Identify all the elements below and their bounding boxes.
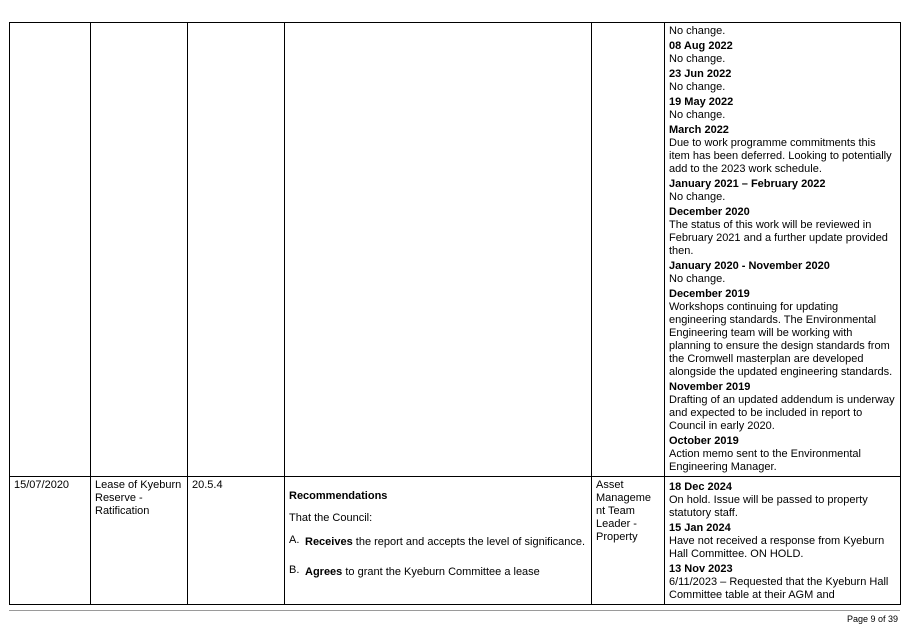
updates-cell: No change. 08 Aug 2022 No change. 23 Jun… (664, 22, 901, 477)
item-label: A. (289, 534, 300, 546)
update-body: No change. (669, 191, 726, 203)
update-date: 18 Dec 2024 (669, 481, 732, 493)
update-date: January 2021 – February 2022 (669, 178, 826, 190)
update-body: No change. (669, 109, 726, 121)
update-body: No change. (669, 273, 726, 285)
resolution-cell: Recommendations That the Council: A. Rec… (284, 476, 592, 605)
item-text: Receives the report and accepts the leve… (305, 534, 587, 550)
update-date: 15 Jan 2024 (669, 522, 731, 534)
update-date: 13 Nov 2023 (669, 563, 733, 575)
update-date: December 2020 (669, 206, 750, 218)
item-verb: Agrees (305, 566, 343, 578)
update-body: Have not received a response from Kyebur… (669, 535, 885, 560)
item-label: B. (289, 564, 300, 576)
table-row: No change. 08 Aug 2022 No change. 23 Jun… (9, 22, 901, 477)
item-text: Agrees to grant the Kyeburn Committee a … (305, 564, 587, 580)
responsible-cell (591, 22, 665, 477)
update-date: January 2020 - November 2020 (669, 260, 830, 272)
date-cell: 15/07/2020 (9, 476, 91, 605)
item-verb: Receives (305, 536, 353, 548)
updates-cell: 18 Dec 2024 On hold. Issue will be passe… (664, 476, 901, 605)
table-row: 15/07/2020 Lease of Kyeburn Reserve - Ra… (9, 476, 901, 605)
subject-cell (90, 22, 188, 477)
update-body: 6/11/2023 – Requested that the Kyeburn H… (669, 576, 889, 601)
recommendations-intro: That the Council: (289, 512, 373, 524)
footer-divider (9, 610, 900, 611)
update-body: On hold. Issue will be passed to propert… (669, 494, 868, 519)
update-body: No change. (669, 25, 726, 37)
recommendations-heading: Recommendations (289, 490, 388, 502)
update-body: No change. (669, 53, 726, 65)
update-date: November 2019 (669, 381, 751, 393)
update-date: March 2022 (669, 124, 729, 136)
subject-cell: Lease of Kyeburn Reserve - Ratification (90, 476, 188, 605)
item-cell: 20.5.4 (187, 476, 285, 605)
update-date: October 2019 (669, 435, 739, 447)
date-cell (9, 22, 91, 477)
recommendation-item: B. Agrees to grant the Kyeburn Committee… (289, 564, 587, 580)
update-date: 08 Aug 2022 (669, 40, 733, 52)
item-remainder: the report and accepts the level of sign… (352, 536, 586, 548)
update-body: Due to work programme commitments this i… (669, 137, 892, 175)
update-body: Workshops continuing for updating engine… (669, 301, 893, 378)
update-date: 23 Jun 2022 (669, 68, 732, 80)
update-body: Action memo sent to the Environmental En… (669, 448, 861, 473)
page-number: Page 9 of 39 (846, 614, 898, 624)
update-body: Drafting of an updated addendum is under… (669, 394, 895, 432)
update-date: 19 May 2022 (669, 96, 734, 108)
item-remainder: to grant the Kyeburn Committee a lease (342, 566, 540, 578)
item-cell (187, 22, 285, 477)
update-body: The status of this work will be reviewed… (669, 219, 888, 257)
update-date: December 2019 (669, 288, 750, 300)
action-register-table: No change. 08 Aug 2022 No change. 23 Jun… (9, 22, 901, 605)
update-body: No change. (669, 81, 726, 93)
responsible-cell: Asset Manageme nt Team Leader - Property (591, 476, 665, 605)
resolution-cell (284, 22, 592, 477)
recommendation-item: A. Receives the report and accepts the l… (289, 534, 587, 550)
